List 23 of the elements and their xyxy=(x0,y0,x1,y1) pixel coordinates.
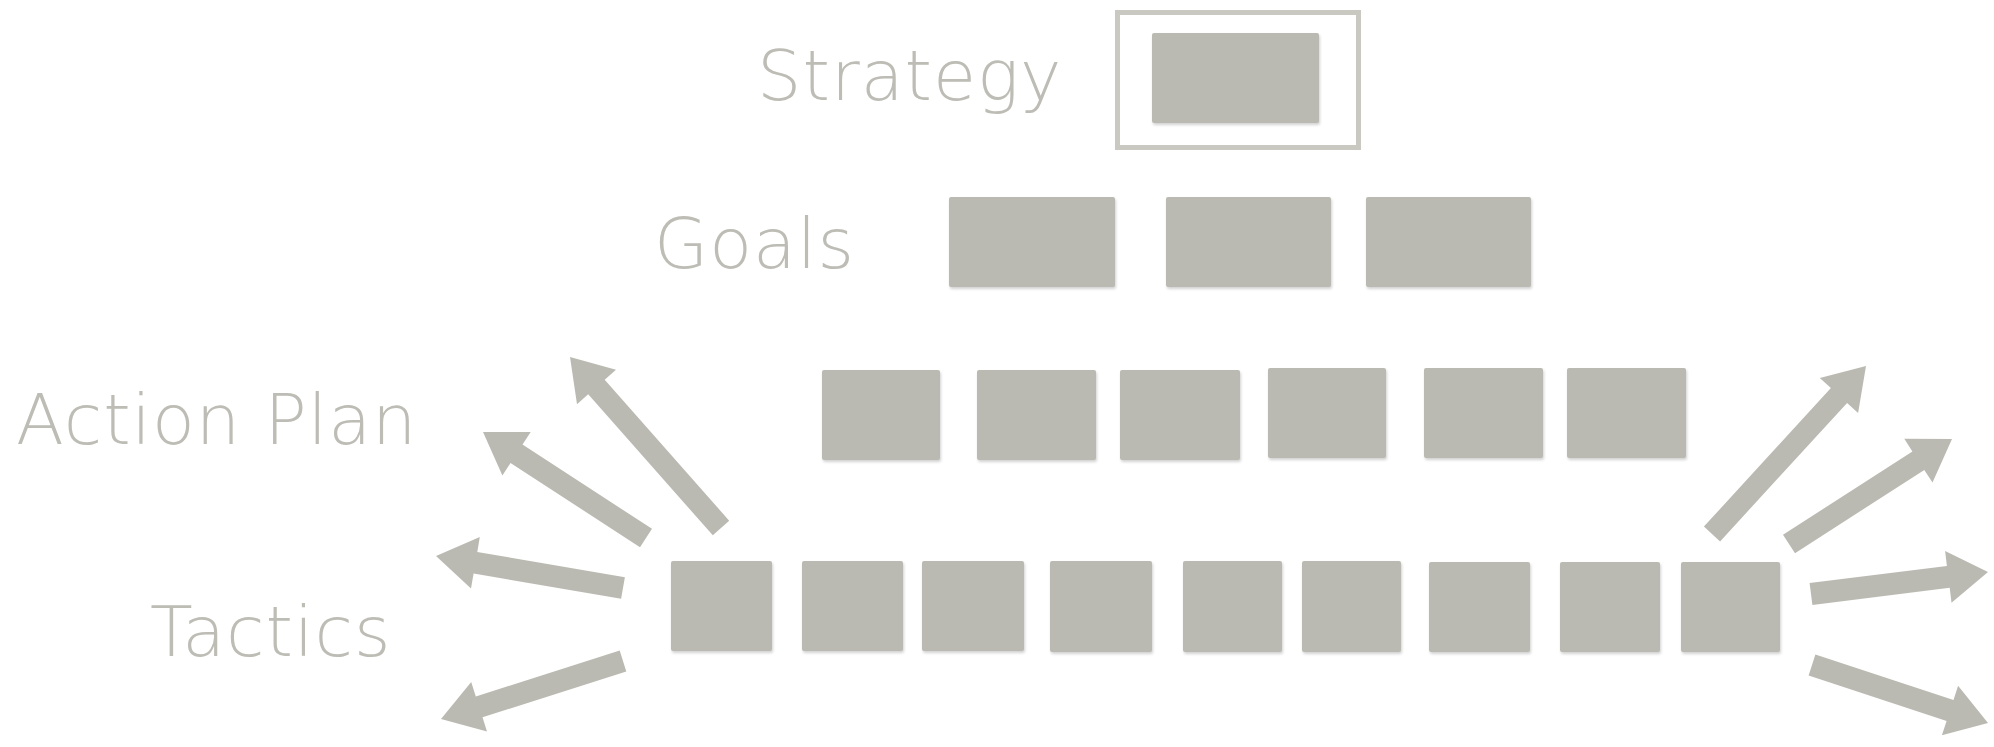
filled-block xyxy=(1152,33,1319,123)
filled-block xyxy=(1050,561,1152,652)
filled-block xyxy=(1681,562,1780,652)
filled-block xyxy=(949,197,1115,287)
filled-block xyxy=(822,370,940,460)
filled-block xyxy=(1166,197,1331,287)
level-heading: Goals xyxy=(654,209,855,279)
filled-block xyxy=(1120,370,1240,460)
filled-block xyxy=(1567,368,1686,458)
level-heading: Action Plan xyxy=(16,385,418,455)
filled-block xyxy=(1183,561,1282,652)
filled-block xyxy=(1268,368,1386,458)
frame-box xyxy=(1115,10,1361,150)
filled-block xyxy=(671,561,772,651)
filled-block xyxy=(1366,197,1531,287)
filled-block xyxy=(802,561,903,651)
level-heading: Tactics xyxy=(150,597,392,667)
filled-block xyxy=(1302,561,1401,652)
filled-block xyxy=(1424,368,1543,458)
filled-block xyxy=(1429,562,1530,652)
filled-block xyxy=(1560,562,1660,652)
filled-block xyxy=(922,561,1024,651)
filled-block xyxy=(977,370,1096,460)
